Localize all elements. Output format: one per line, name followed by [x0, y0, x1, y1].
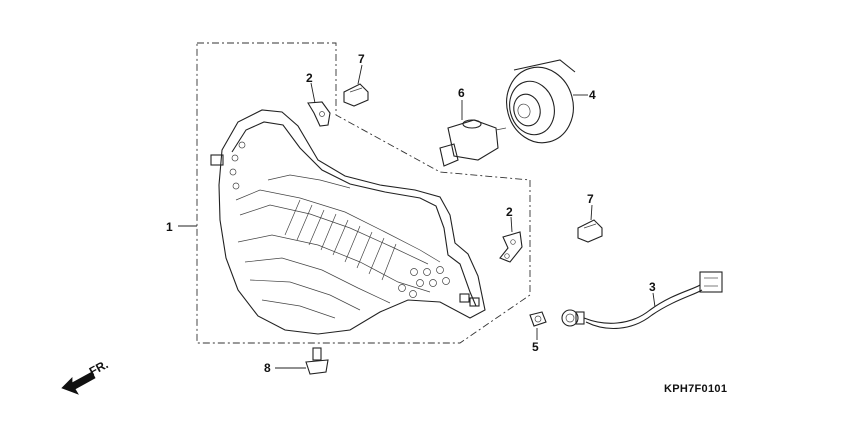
bulb-socket	[561, 309, 585, 327]
rubber-cap-upper	[343, 64, 369, 107]
dust-cover	[506, 59, 588, 144]
callout-7-upper: 7	[358, 52, 365, 66]
diagram-code: KPH7F0101	[664, 383, 728, 395]
callout-7-lower: 7	[587, 192, 594, 206]
callout-8: 8	[264, 361, 271, 375]
clip-lower	[499, 216, 523, 263]
mounting-bolt	[275, 347, 329, 375]
callout-3: 3	[649, 280, 656, 294]
callout-1: 1	[166, 220, 173, 234]
headlight-bulb	[439, 100, 507, 167]
position-bulb	[529, 311, 547, 340]
callout-4: 4	[589, 88, 596, 102]
wire-harness	[583, 271, 723, 330]
assembly-boundary	[178, 42, 531, 344]
clip-upper	[307, 82, 331, 127]
headlight-unit	[210, 109, 486, 335]
callout-5: 5	[532, 340, 539, 354]
callout-2-lower: 2	[506, 205, 513, 219]
callout-6: 6	[458, 86, 465, 100]
rubber-cap-lower	[577, 204, 603, 243]
front-direction-arrow: FR.	[61, 357, 110, 395]
callout-2-upper: 2	[306, 71, 313, 85]
